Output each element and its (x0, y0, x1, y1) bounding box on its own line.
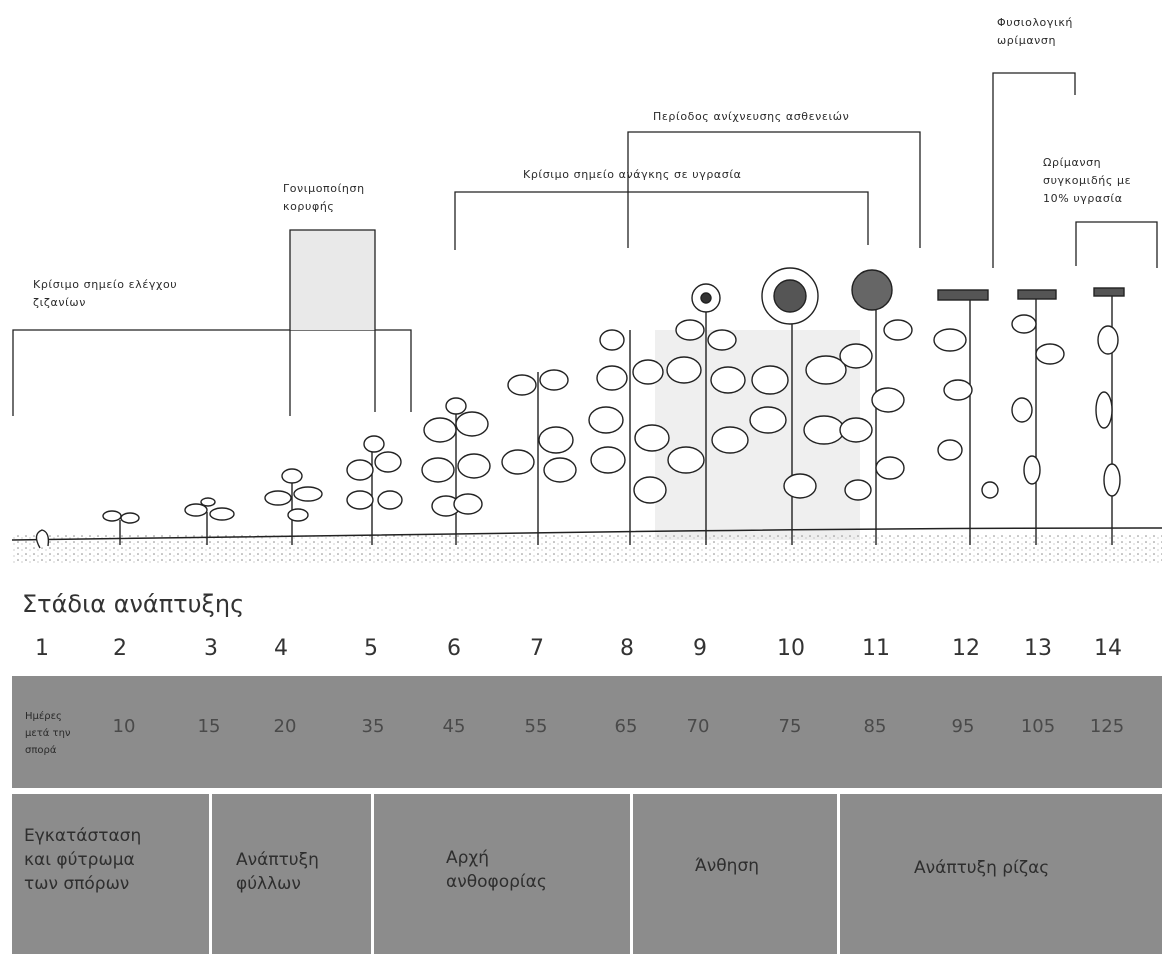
stage-number: 10 (777, 636, 805, 661)
stage-number: 8 (620, 636, 634, 661)
days-band (12, 676, 1162, 788)
day-value: 95 (951, 716, 975, 737)
stage-number: 11 (862, 636, 890, 661)
day-value: 125 (1089, 716, 1125, 737)
phase-leaf-development: Ανάπτυξη φύλλων (212, 794, 371, 954)
stage-number: 14 (1094, 636, 1122, 661)
stage-number: 6 (447, 636, 461, 661)
day-value: 75 (778, 716, 802, 737)
day-value: 105 (1020, 716, 1056, 737)
moisture-critical-label: Κρίσιμο σημείο ανάγκης σε υγρασία (523, 168, 742, 181)
plant-stage-3 (184, 497, 235, 545)
phase-label: Αρχή ανθοφορίας (446, 848, 547, 892)
ground-line (11, 527, 1163, 541)
phase-label: Εγκατάσταση και φύτρωμα των σπόρων (24, 826, 142, 894)
phase-label: Ανάπτυξη φύλλων (236, 850, 319, 894)
stage-number: 1 (35, 636, 49, 661)
phase-establishment: Εγκατάσταση και φύτρωμα των σπόρων (12, 794, 209, 954)
plant-stage-13 (1011, 289, 1065, 545)
stage-number: 13 (1024, 636, 1052, 661)
days-after-sowing-label: Ημέρες μετά την σπορά (25, 711, 71, 756)
disease-period-label: Περίοδος ανίχνευσης ασθενειών (653, 110, 850, 123)
phase-root-development: Ανάπτυξη ρίζας (840, 794, 1162, 954)
stage-number: 4 (274, 636, 288, 661)
day-value: 45 (442, 716, 466, 737)
day-value: 65 (614, 716, 638, 737)
stage-number: 3 (204, 636, 218, 661)
phase-flowering: Άνθηση (633, 794, 837, 954)
plant-stage-9 (666, 283, 749, 545)
weed-control-bracket (12, 329, 412, 416)
plant-stage-7 (501, 369, 577, 545)
plant-stage-12 (933, 289, 999, 545)
stage-number: 5 (364, 636, 378, 661)
period-brackets (12, 72, 1158, 416)
moisture-bracket (454, 191, 869, 250)
plant-stage-4 (264, 468, 323, 545)
fertilization-label: Γονιμοποίηση κορυφής (283, 182, 365, 213)
fertilization-bracket (289, 229, 376, 416)
phase-flowering-start: Αρχή ανθοφορίας (374, 794, 630, 954)
soil (12, 535, 1162, 565)
harvest-bracket (1075, 221, 1158, 268)
stage-number: 9 (693, 636, 707, 661)
day-value: 20 (273, 716, 297, 737)
plant-stage-11 (839, 269, 913, 545)
day-value: 10 (112, 716, 136, 737)
plant-growth-illustration (11, 267, 1163, 565)
stage-number: 2 (113, 636, 127, 661)
physiological-bracket (992, 72, 1076, 268)
plant-stage-1 (35, 529, 50, 549)
plant-stage-2 (102, 510, 140, 545)
plant-stage-5 (346, 435, 403, 545)
plant-stage-6 (421, 397, 491, 545)
fertilization-shade (290, 230, 375, 330)
stage-number: 7 (530, 636, 544, 661)
day-value: 85 (863, 716, 887, 737)
day-value: 15 (197, 716, 221, 737)
day-value: 70 (686, 716, 710, 737)
plant-stage-8 (588, 329, 670, 545)
day-value: 55 (524, 716, 548, 737)
day-value: 35 (361, 716, 385, 737)
plant-stage-14 (1093, 287, 1125, 545)
physiological-maturity-label: Φυσιολογική ωρίμανση (997, 16, 1073, 47)
disease-bracket (627, 131, 921, 248)
stage-number: 12 (952, 636, 980, 661)
plant-stage-10 (749, 267, 847, 545)
harvest-maturity-label: Ωρίμανση συγκομιδής με 10% υγρασία (1043, 156, 1132, 205)
stages-title: Στάδια ανάπτυξης (22, 590, 245, 618)
phase-label: Άνθηση (695, 856, 759, 876)
phase-label: Ανάπτυξη ρίζας (914, 858, 1050, 878)
weed-control-label: Κρίσιμο σημείο ελέγχου ζιζανίων (33, 278, 178, 309)
